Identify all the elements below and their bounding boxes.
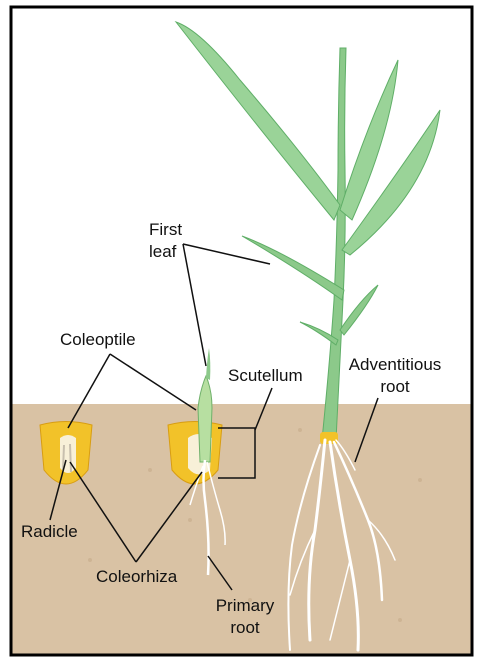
radicle-label: Radicle [21, 522, 78, 542]
primary-root-label-line2: root [200, 618, 290, 638]
first-leaf-label-line1: First [149, 220, 182, 240]
scutellum-label: Scutellum [228, 366, 303, 386]
coleorhiza-label: Coleorhiza [96, 567, 177, 587]
seed-2 [168, 422, 222, 485]
seed-1 [40, 422, 92, 485]
first-leaf-label-line2: leaf [149, 242, 176, 262]
adventitious-root-label-line2: root [340, 377, 450, 397]
coleoptile-label: Coleoptile [60, 330, 136, 350]
adventitious-root-label-line1: Adventitious [340, 355, 450, 375]
primary-root-label-line1: Primary [200, 596, 290, 616]
